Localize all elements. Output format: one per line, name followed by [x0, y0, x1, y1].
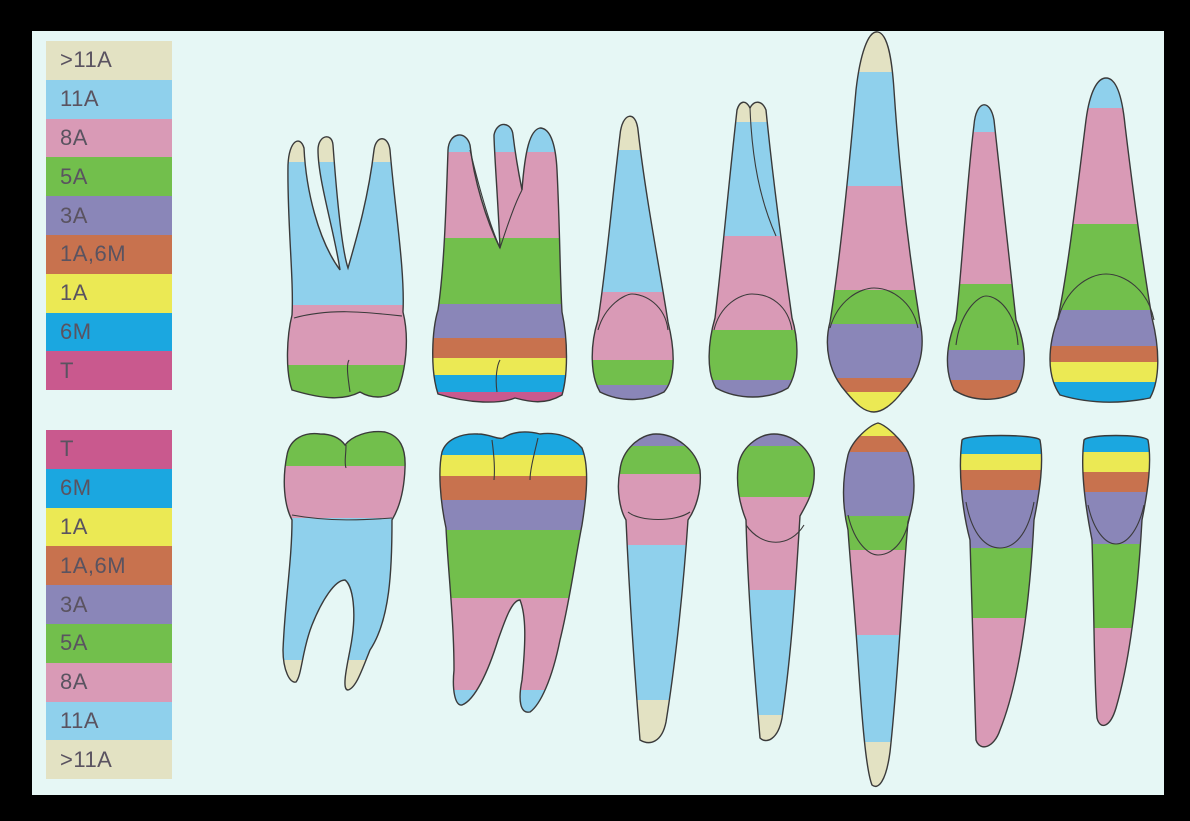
band-11a	[200, 72, 1190, 108]
band-11a	[200, 72, 1190, 186]
band-1a	[200, 418, 1190, 436]
band-11a	[200, 518, 1190, 660]
band-5a	[200, 365, 1190, 410]
band-11a	[200, 25, 1190, 72]
band-11a	[200, 122, 1190, 236]
upper-second-molar	[200, 130, 1190, 410]
band-11a	[200, 590, 1190, 715]
band-8a	[200, 305, 1190, 365]
band-11a	[200, 108, 1190, 150]
band-8a	[200, 152, 1190, 238]
band-11a	[200, 660, 1190, 700]
band-11a	[200, 95, 1190, 132]
band-11a	[200, 120, 1190, 152]
band-8a	[200, 132, 1190, 284]
band-11a	[200, 162, 1190, 305]
band-11a	[200, 130, 1190, 162]
band-8a	[200, 108, 1190, 224]
band-11a	[200, 690, 1190, 720]
band-11a	[200, 700, 1190, 750]
band-11a	[200, 715, 1190, 750]
band-11a	[200, 100, 1190, 122]
band-11a	[200, 742, 1190, 795]
